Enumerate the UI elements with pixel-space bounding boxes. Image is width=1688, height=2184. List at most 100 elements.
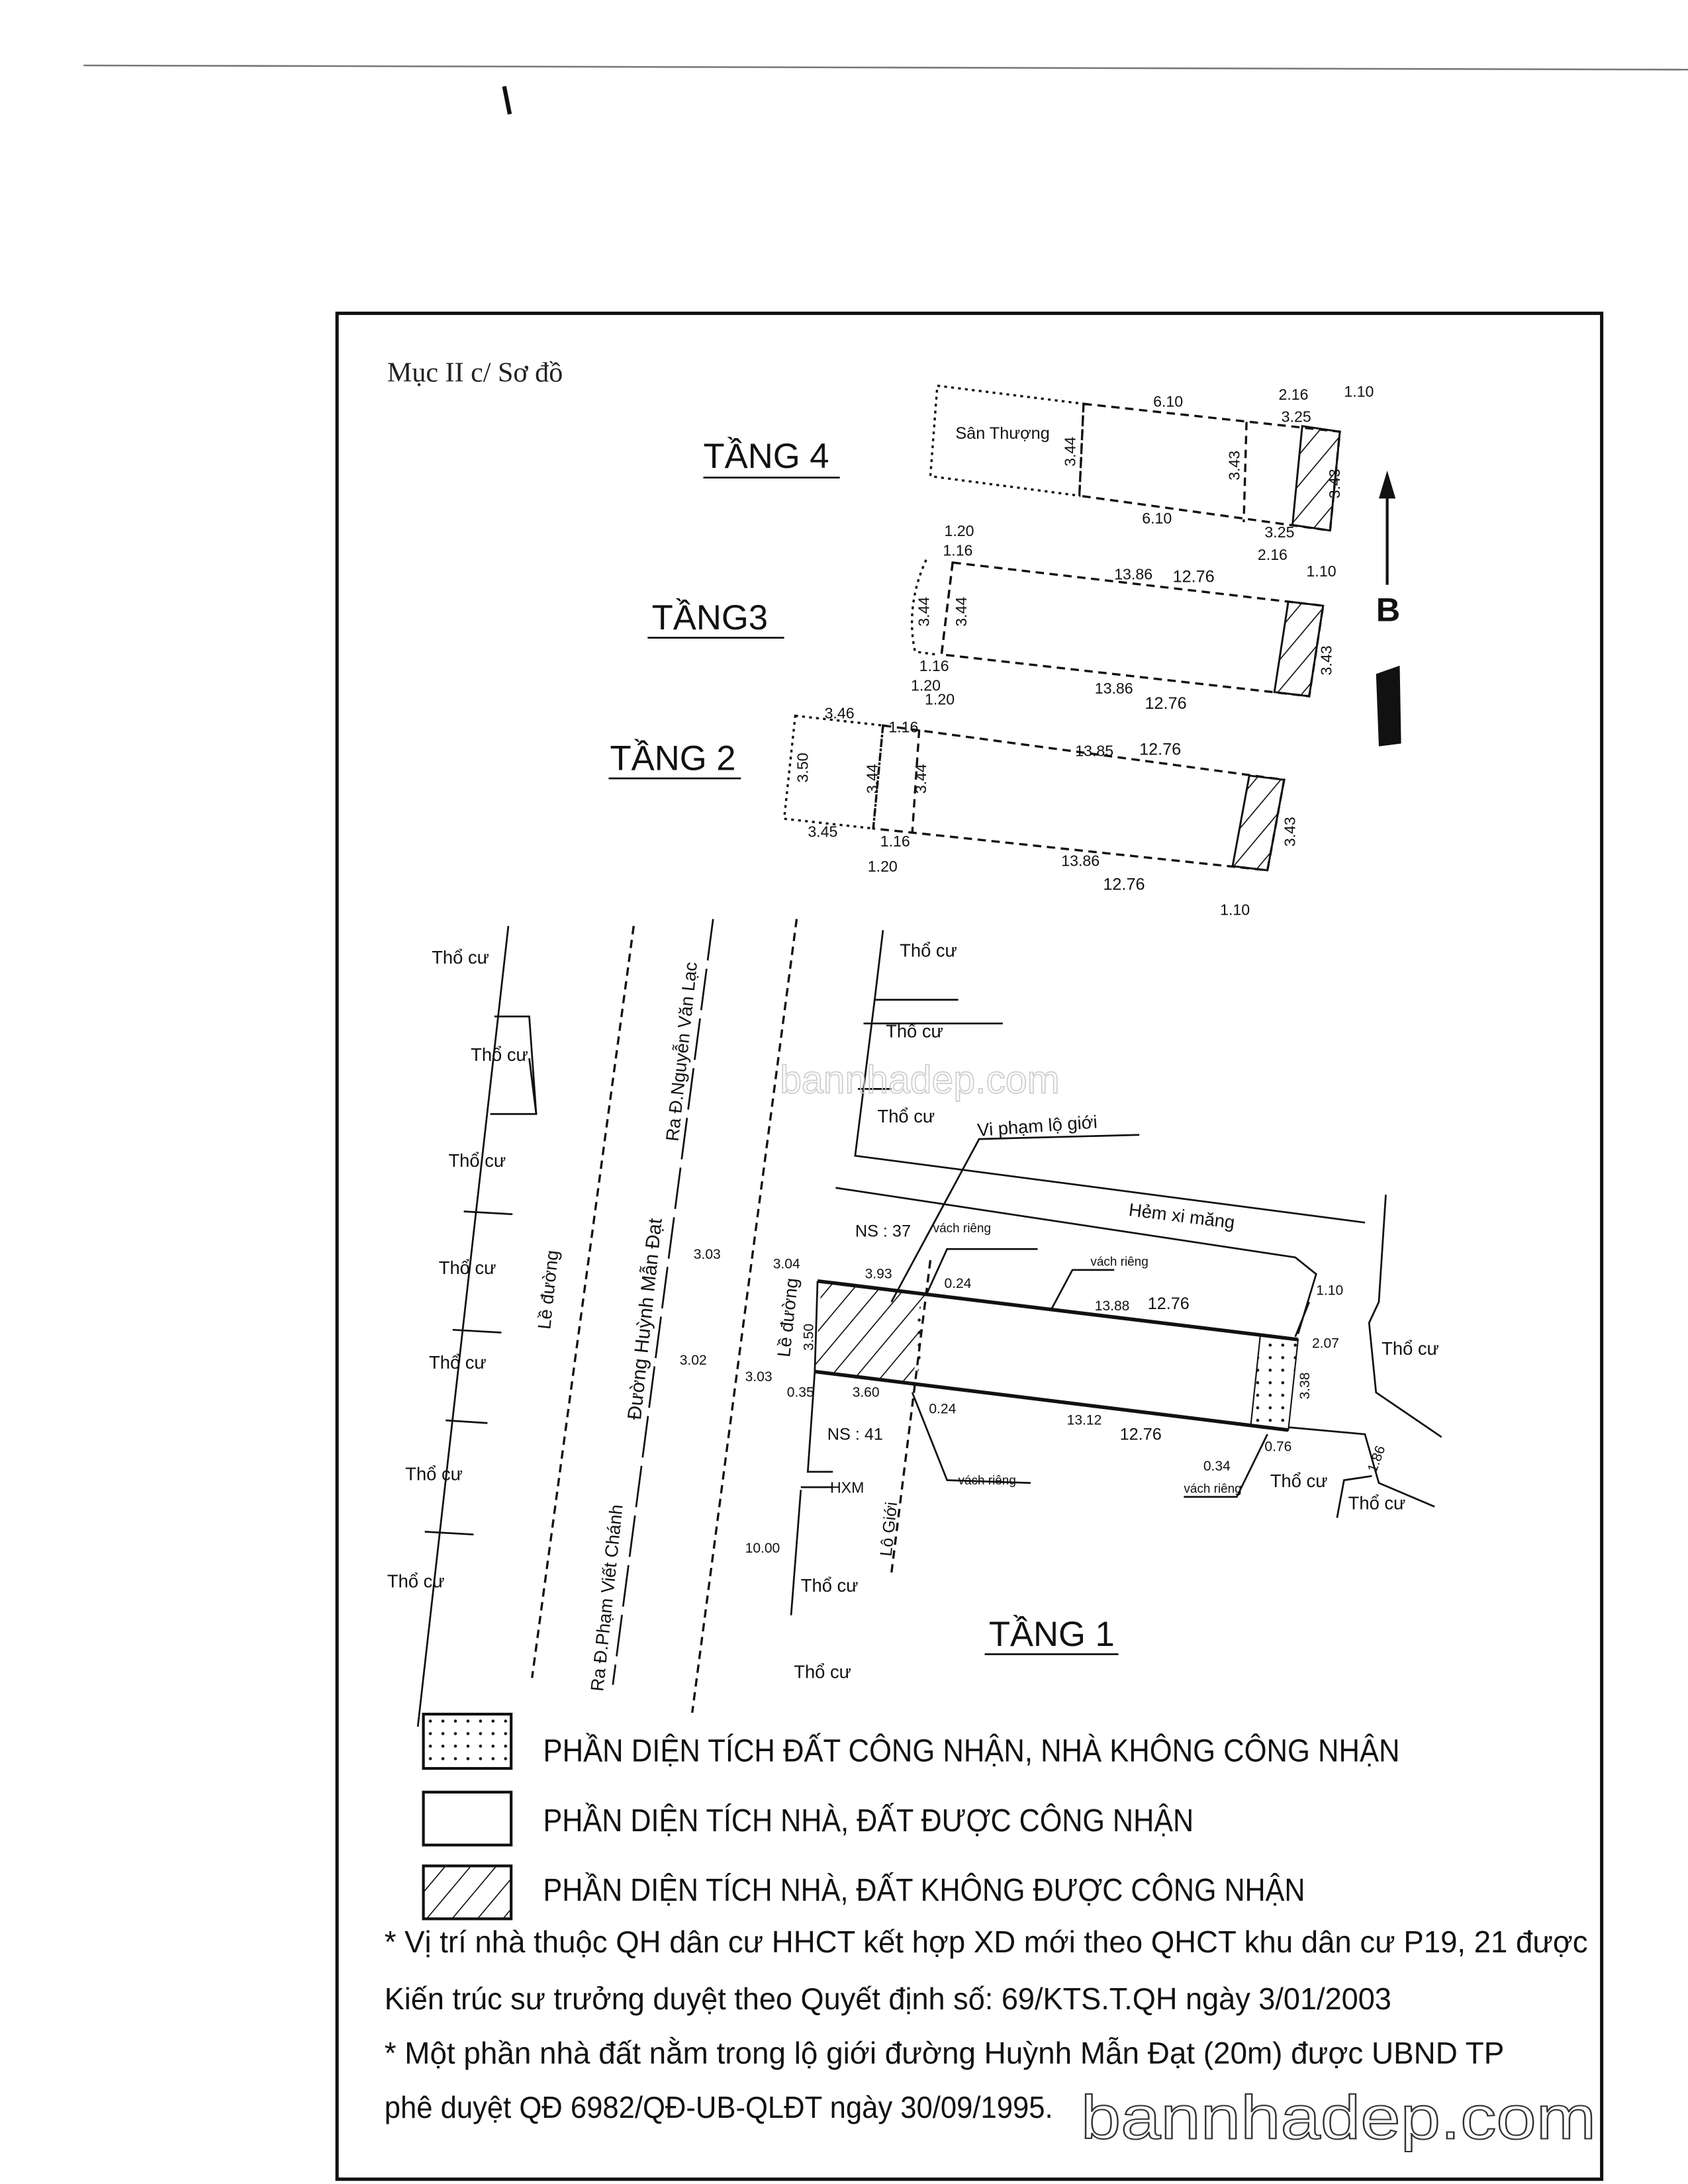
- dim: 1.16: [880, 833, 910, 850]
- residential-label: Thổ cư: [432, 947, 489, 968]
- dim: 3.38: [1297, 1373, 1313, 1400]
- note-line: phê duyệt QĐ 6982/QĐ-UB-QLĐT ngày 30/09/…: [385, 2090, 1053, 2124]
- dim: 3.03: [694, 1247, 721, 1262]
- legend-swatch-hatched: [422, 1864, 513, 1921]
- dim: 3.43: [1282, 817, 1299, 846]
- roadside-label: Lề đường: [534, 1249, 562, 1330]
- residential-label: Thổ cư: [878, 1106, 935, 1126]
- dim: 12.76: [1173, 567, 1215, 586]
- dim: 3.43: [1326, 469, 1343, 498]
- floor-1-label: TẦNG 1: [989, 1615, 1115, 1654]
- dim: 0.76: [1264, 1439, 1291, 1454]
- north-arrow: B: [1376, 471, 1401, 747]
- dim: 3.44: [915, 597, 932, 627]
- dim: 13.86: [1114, 565, 1152, 582]
- floor-4-plan: TẦNG 4 Sân Thượng 6.10 6.10 2.16 3.25 1.…: [704, 383, 1374, 563]
- residential-label: Thổ cư: [900, 940, 957, 960]
- legend-text: PHẦN DIỆN TÍCH ĐẤT CÔNG NHẬN, NHÀ KHÔNG …: [543, 1733, 1400, 1769]
- notes: * Vị trí nhà thuộc QH dân cư HHCT kết hợ…: [385, 1925, 1588, 2124]
- dim: 1.20: [945, 522, 974, 539]
- floor-3-label: TẦNG3: [652, 598, 768, 637]
- dim: 12.76: [1120, 1426, 1162, 1444]
- lot-number-41: NS : 41: [827, 1426, 883, 1444]
- residential-label: Thổ cư: [439, 1257, 496, 1278]
- residential-label: Thổ cư: [794, 1661, 851, 1682]
- dim: 3.25: [1264, 523, 1294, 541]
- watermark-center: bannhadep.com: [780, 1059, 1060, 1102]
- legend-text: PHẦN DIỆN TÍCH NHÀ, ĐẤT KHÔNG ĐƯỢC CÔNG …: [543, 1872, 1305, 1908]
- scan-mark: [502, 85, 512, 115]
- residential-label: Thổ cư: [1382, 1338, 1439, 1359]
- residential-label: Thổ cư: [387, 1571, 445, 1592]
- note-line: * Một phần nhà đất nằm trong lộ giới đườ…: [385, 2036, 1505, 2070]
- dim: 3.03: [745, 1369, 773, 1385]
- residential-label: Thổ cư: [471, 1044, 528, 1065]
- site-labels: Thổ cư Thổ cư Thổ cư Thổ cư Thổ cư Thổ c…: [387, 940, 1439, 1692]
- hxm-label: HXM: [830, 1479, 864, 1496]
- dim: 3.44: [1061, 437, 1078, 467]
- dim: 6.10: [1142, 510, 1172, 527]
- dim: 6.10: [1153, 392, 1183, 410]
- floor-2-label: TẦNG 2: [610, 739, 736, 778]
- legend-swatch-blank: [422, 1790, 513, 1846]
- legend-text: PHẦN DIỆN TÍCH NHÀ, ĐẤT ĐƯỢC CÔNG NHẬN: [543, 1803, 1194, 1839]
- residential-label: Thổ cư: [1270, 1471, 1328, 1491]
- legend-swatch-dotted: [422, 1712, 513, 1770]
- roadside-label: Lề đường: [773, 1277, 802, 1358]
- dim: 2.07: [1312, 1336, 1339, 1351]
- dim: 1.16: [888, 719, 918, 736]
- private-wall-label: vách riêng: [933, 1222, 991, 1236]
- dim: 12.76: [1103, 875, 1145, 893]
- dim: 13.86: [1095, 680, 1133, 697]
- dim: 13.88: [1095, 1298, 1130, 1314]
- residential-label: Thổ cư: [1348, 1493, 1406, 1514]
- north-label: B: [1376, 590, 1400, 628]
- section-title: Mục II c/ Sơ đồ: [387, 357, 563, 388]
- dim: 0.24: [945, 1276, 972, 1291]
- dim: 12.76: [1145, 694, 1186, 713]
- dim: 1.10: [1220, 901, 1250, 918]
- dim: 12.76: [1148, 1295, 1190, 1313]
- dim: 0.35: [787, 1385, 814, 1400]
- dim: 1.10: [1316, 1283, 1343, 1298]
- dim: 1.20: [868, 858, 898, 875]
- dim: 13.12: [1067, 1412, 1102, 1428]
- dim: 3.25: [1282, 408, 1311, 426]
- dim: 3.43: [1226, 451, 1243, 480]
- setback-label: Lộ Giới: [877, 1501, 901, 1557]
- dim: 1.10: [1344, 383, 1374, 400]
- scan-top-line: [83, 64, 1688, 71]
- dim: 3.02: [680, 1353, 707, 1368]
- residential-label: Thổ cư: [801, 1575, 859, 1596]
- private-wall-label: vách riêng: [1090, 1255, 1148, 1269]
- dim: 1.20: [925, 691, 955, 708]
- road-direction-label: Ra Đ.Phạm Viết Chánh: [586, 1504, 626, 1692]
- dim: 13.85: [1075, 742, 1113, 759]
- dim: 3.44: [864, 764, 881, 794]
- floor-2-plan: TẦNG 2 3.46 1.20 1.16 13.85 12.76 3.50 3…: [608, 691, 1299, 918]
- dim: 3.04: [773, 1257, 800, 1272]
- private-wall-label: vách riêng: [959, 1474, 1016, 1488]
- dim: 2.16: [1278, 386, 1308, 403]
- drawing-frame: [335, 311, 1604, 2181]
- dim: 3.43: [1317, 645, 1335, 675]
- dim: 3.45: [808, 823, 837, 841]
- site-plan: [416, 919, 1442, 1727]
- dim: 1.16: [943, 541, 972, 559]
- dim: 12.76: [1139, 740, 1181, 758]
- dim: 3.44: [912, 764, 929, 794]
- residential-label: Thổ cư: [429, 1352, 487, 1373]
- floor-4-label: TẦNG 4: [704, 437, 829, 476]
- dim: 0.24: [929, 1402, 956, 1417]
- dim: 3.50: [794, 752, 811, 782]
- private-wall-label: vách riêng: [1184, 1482, 1241, 1496]
- terrace-label: Sân Thượng: [955, 424, 1049, 443]
- legend: PHẦN DIỆN TÍCH ĐẤT CÔNG NHẬN, NHÀ KHÔNG …: [422, 1712, 1400, 1921]
- residential-label: Thổ cư: [448, 1150, 506, 1171]
- dim: 3.46: [825, 705, 855, 722]
- dim: 1.20: [911, 677, 941, 694]
- dim: 13.86: [1061, 852, 1100, 870]
- lot-number-37: NS : 37: [855, 1222, 911, 1240]
- dim: 10.00: [745, 1541, 780, 1556]
